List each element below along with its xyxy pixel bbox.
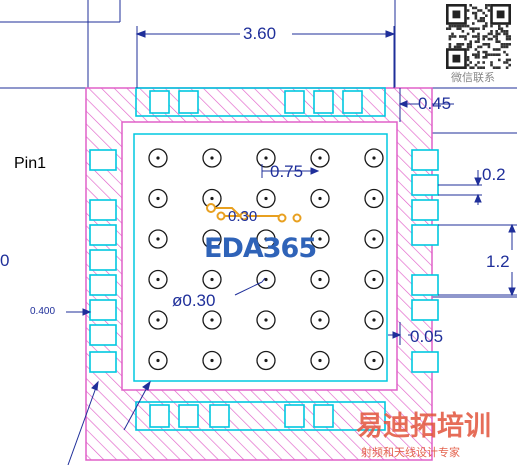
solder-ball-center bbox=[264, 156, 268, 160]
dim-pad-offset-label: 0.400 bbox=[30, 306, 56, 317]
solder-ball-center bbox=[372, 318, 376, 322]
solder-ball-center bbox=[210, 358, 214, 363]
qr-caption: 微信联系 bbox=[451, 71, 495, 84]
solder-ball-center bbox=[210, 237, 214, 241]
dimension-lines bbox=[66, 26, 517, 466]
solder-ball-center bbox=[372, 156, 376, 160]
pin1-label: Pin1 bbox=[14, 155, 47, 172]
dim-edge-label: 0.45 bbox=[418, 94, 452, 113]
edge-fragment-label: 0 bbox=[0, 251, 10, 270]
solder-ball-center bbox=[318, 237, 322, 241]
solder-ball-center bbox=[318, 358, 322, 363]
dim-pad-length-label: 1.2 bbox=[486, 252, 510, 271]
top-pad-row bbox=[135, 87, 386, 117]
solder-ball-center bbox=[156, 237, 160, 241]
dim-width-label: 3.60 bbox=[243, 24, 277, 43]
body-outline bbox=[133, 133, 388, 382]
solder-ball-center bbox=[264, 318, 268, 322]
eda365-logo: EDA365 bbox=[204, 233, 317, 264]
solder-ball-center bbox=[156, 318, 160, 322]
bottom-pad-row bbox=[135, 401, 386, 431]
solder-ball-center bbox=[372, 196, 376, 201]
dim-ball-diameter-label: ø0.30 bbox=[172, 291, 216, 310]
solder-ball-center bbox=[156, 156, 160, 160]
solder-ball-center bbox=[318, 156, 322, 160]
dim-pitch-label: 0.75 bbox=[270, 162, 304, 181]
dim-pad-width-label: 0.2 bbox=[482, 165, 506, 184]
training-brand: 易迪拓培训 bbox=[356, 411, 491, 442]
ball-partial-label: 0.30 bbox=[228, 208, 258, 225]
solder-ball-center bbox=[264, 358, 268, 363]
solder-ball-center bbox=[318, 318, 322, 322]
solder-ball-center bbox=[372, 277, 376, 282]
solder-ball-center bbox=[210, 277, 214, 282]
training-slogan: 射频和天线设计专家 bbox=[361, 446, 460, 459]
qr-code-icon bbox=[443, 2, 515, 70]
solder-ball-center bbox=[264, 277, 268, 282]
solder-ball-center bbox=[264, 237, 268, 241]
ball-grid bbox=[148, 148, 384, 371]
solder-ball-center bbox=[372, 237, 376, 241]
solder-ball-center bbox=[210, 156, 214, 160]
left-pad-column bbox=[89, 149, 117, 373]
solder-ball-center bbox=[264, 196, 268, 201]
solder-ball-center bbox=[210, 196, 214, 201]
solder-ball-center bbox=[156, 196, 160, 201]
pcb-trace-icon bbox=[206, 203, 302, 223]
dim-gap-label: 0.05 bbox=[410, 327, 444, 346]
solder-ball-center bbox=[156, 358, 160, 363]
solder-ball-center bbox=[372, 358, 376, 363]
solder-ball-center bbox=[318, 277, 322, 282]
solder-ball-center bbox=[156, 277, 160, 282]
right-pad-column bbox=[411, 149, 439, 373]
solder-ball-center bbox=[210, 318, 214, 322]
solder-ball-center bbox=[318, 196, 322, 201]
